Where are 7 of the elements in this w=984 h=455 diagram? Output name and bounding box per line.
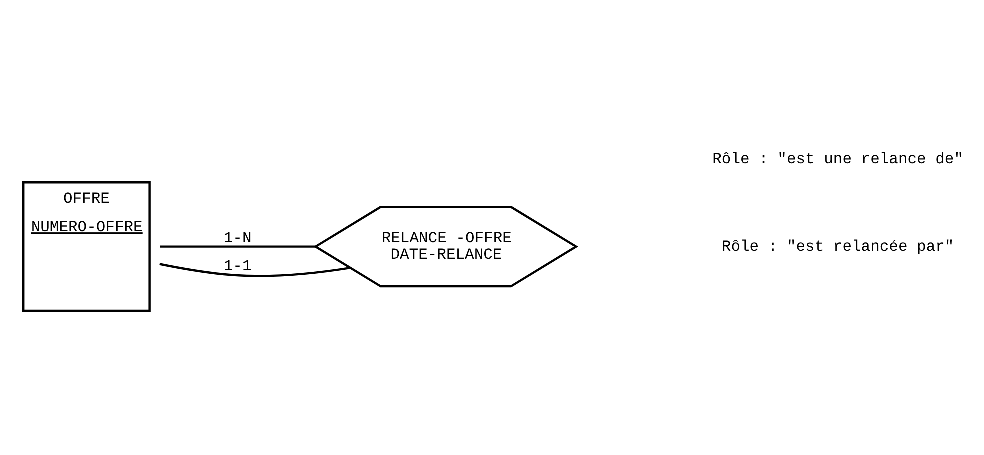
edge-label: 1-1 — [224, 256, 252, 275]
edge-label: 1-N — [224, 229, 252, 248]
connector — [160, 245, 316, 248]
label: Rôle : "est relancée par" — [722, 237, 954, 256]
node-box: OFFRE NUMERO-OFFRE — [22, 181, 151, 312]
label: Rôle : "est une relance de" — [712, 150, 964, 168]
connector — [160, 262, 351, 277]
